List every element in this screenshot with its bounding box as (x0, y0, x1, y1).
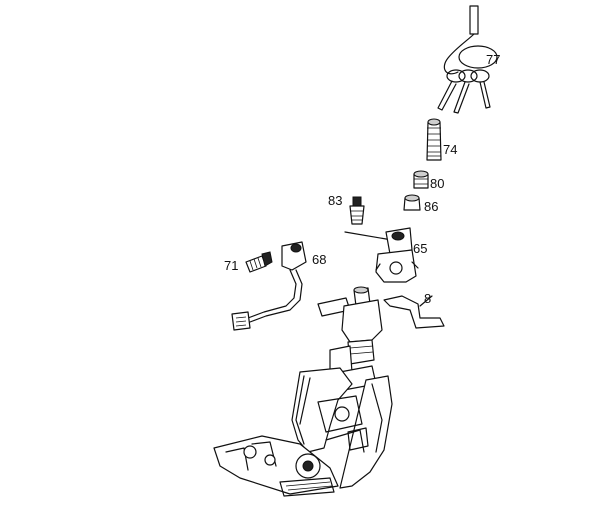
part-68-sensor (231, 241, 307, 331)
part-71-screw (245, 251, 273, 273)
part-83-pin (344, 196, 393, 241)
part-65-lock (375, 227, 419, 283)
part-74-spring (426, 118, 442, 161)
label-8: 8 (424, 291, 432, 306)
label-74: 74 (443, 142, 458, 157)
label-80: 80 (430, 176, 445, 191)
label-71: 71 (224, 258, 239, 273)
label-68: 68 (312, 252, 327, 267)
label-83: 83 (328, 193, 343, 208)
part-8-bracket (383, 295, 445, 329)
label-86: 86 (424, 199, 439, 214)
part-80-sleeve (413, 170, 429, 189)
label-77: 77 (486, 52, 501, 67)
label-65: 65 (413, 241, 428, 256)
part-77-keys (437, 5, 498, 114)
part-86-cap (403, 194, 421, 211)
steering-column (213, 286, 393, 497)
